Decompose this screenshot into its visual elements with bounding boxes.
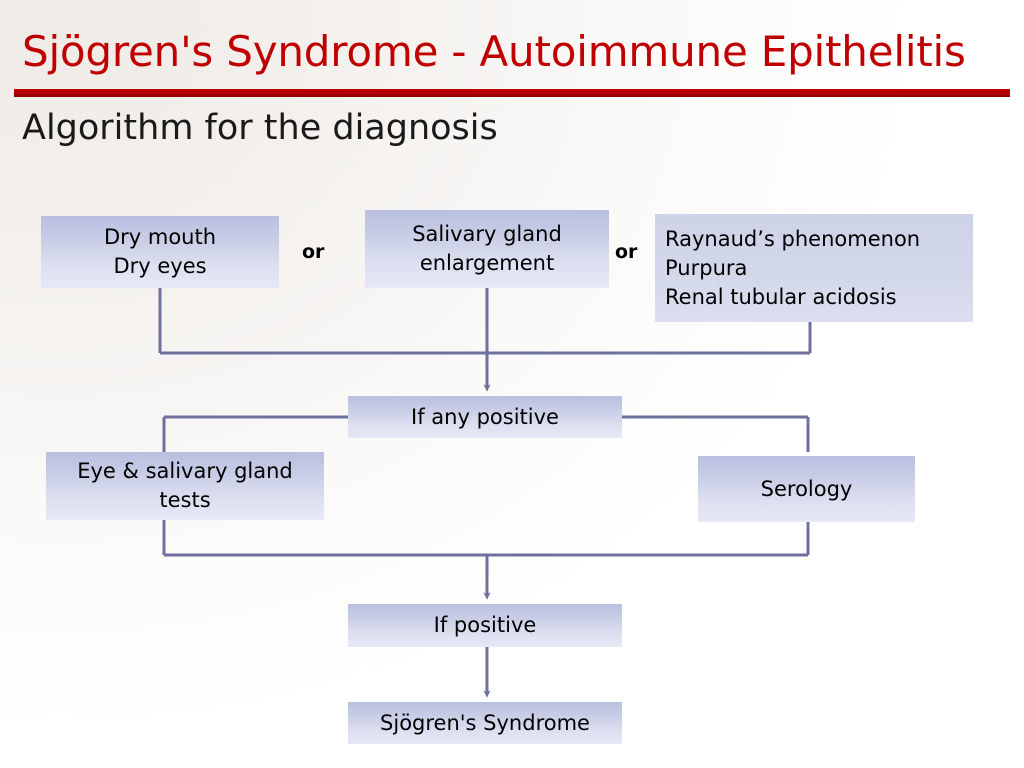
- node-symptoms-sicca[interactable]: Dry mouth Dry eyes: [41, 216, 279, 288]
- node-line: If any positive: [411, 404, 559, 429]
- node-line: If positive: [433, 613, 537, 637]
- node-salivary-gland[interactable]: Salivary gland enlargement: [365, 210, 609, 288]
- node-line: Eye & salivary gland: [77, 459, 293, 483]
- node-if-positive[interactable]: If positive: [348, 604, 622, 647]
- node-if-any-positive[interactable]: If any positive: [348, 396, 622, 438]
- or-label-1: or: [302, 241, 325, 263]
- node-diagnosis-sjogrens[interactable]: Sjögren's Syndrome: [348, 702, 622, 744]
- page-subtitle: Algorithm for the diagnosis: [22, 108, 498, 148]
- title-divider-rule: [14, 89, 1010, 97]
- node-line: Purpura: [665, 255, 748, 280]
- node-eye-salivary-tests[interactable]: Eye & salivary gland tests: [46, 452, 324, 520]
- node-line: enlargement: [419, 251, 555, 275]
- node-line: tests: [159, 488, 211, 512]
- node-line: Sjögren's Syndrome: [380, 710, 590, 735]
- node-line: Dry eyes: [113, 254, 207, 278]
- node-serology[interactable]: Serology: [698, 456, 915, 522]
- page-title: Sjögren's Syndrome - Autoimmune Epitheli…: [22, 27, 966, 76]
- node-line: Raynaud’s phenomenon: [665, 226, 921, 251]
- node-line: Renal tubular acidosis: [665, 284, 897, 309]
- node-line: Serology: [760, 476, 853, 501]
- node-extraglandular-features[interactable]: Raynaud’s phenomenon Purpura Renal tubul…: [655, 214, 973, 322]
- node-line: Salivary gland: [412, 222, 562, 246]
- node-line: Dry mouth: [103, 225, 217, 249]
- or-label-2: or: [615, 241, 638, 263]
